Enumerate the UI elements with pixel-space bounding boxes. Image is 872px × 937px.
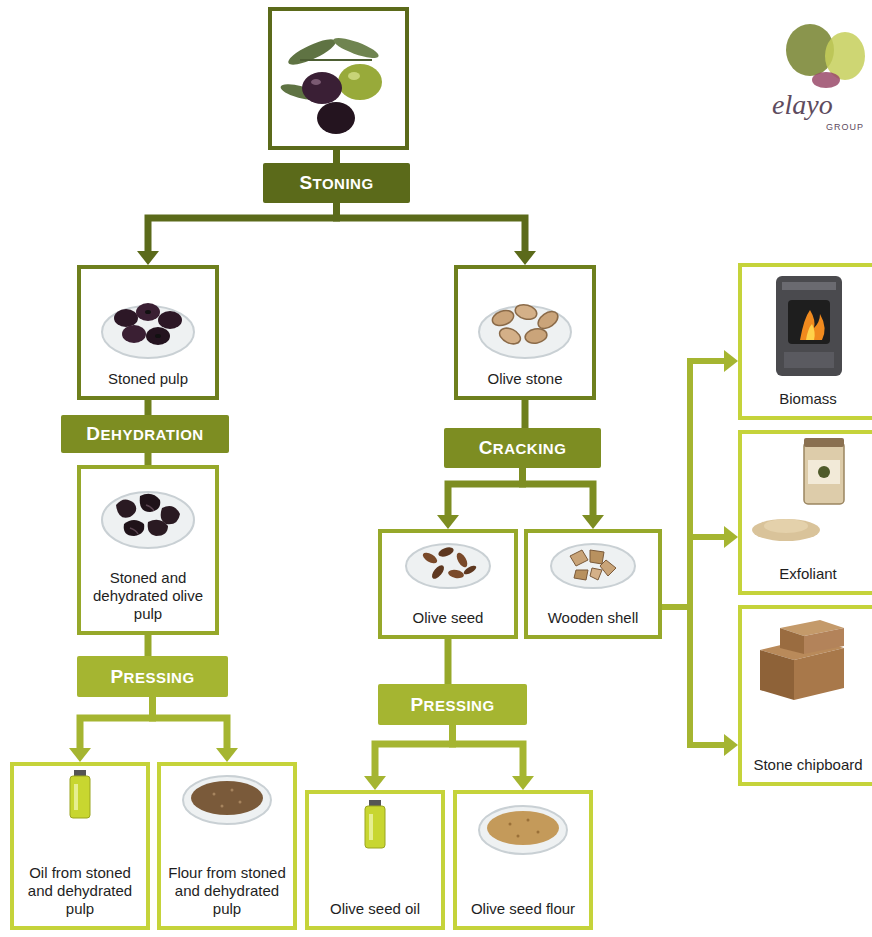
connector-line [148,203,337,251]
product-box: Stoned pulp [77,265,219,400]
oil-bottle-picture [70,770,90,818]
arrow-head [437,515,459,529]
connector-line [522,400,529,428]
chipboard-picture [760,620,844,700]
connector-arrow [662,350,738,607]
connector-line [523,468,594,515]
process-band: DEHYDRATION [61,415,229,453]
product-label: Olive seed oil [330,900,420,918]
connector-arrow [148,400,149,415]
arrow-head [137,251,159,265]
connector-line [662,537,724,607]
flour-picture [183,776,271,824]
connector-arrow [69,697,153,762]
product-label: Exfoliant [779,565,837,583]
connector-arrow [523,468,605,529]
product-box: Oil from stoned and dehydrated pulp [10,762,150,930]
connector-line [145,635,152,656]
exfoliant-picture [752,438,844,541]
connector-arrow [525,400,526,428]
process-band: CRACKING [444,428,601,468]
olive-stone-picture [479,302,571,358]
connector-arrow [437,468,523,529]
connector-line [337,203,526,251]
arrow-head [582,515,604,529]
process-band: STONING [263,163,410,203]
process-band: PRESSING [378,684,527,725]
connector-line [80,697,153,748]
arrow-head [514,251,536,265]
arrow-head [364,776,386,790]
product-label: Flour from stoned and dehydrated pulp [167,864,287,918]
product-box: Wooden shell [524,529,662,639]
product-box: Flour from stoned and dehydrated pulp [157,762,297,930]
connector-line [145,453,152,465]
product-box: Stoned and dehydrated olive pulp [77,465,219,635]
product-label: Stone chipboard [753,756,862,774]
product-label: Biomass [779,390,837,408]
connector-arrow [662,526,738,607]
connector-line [375,725,453,776]
connector-line [145,400,152,415]
arrow-head [724,350,738,372]
product-label: Olive stone [487,370,562,388]
product-box: Exfoliant [738,430,872,595]
connector-arrow [453,725,535,790]
connector-line [445,639,452,684]
product-box: Olive seed oil [305,790,445,930]
arrow-head [512,776,534,790]
process-band: PRESSING [77,656,228,697]
product-box: Olive seed flour [453,790,593,930]
product-box: Olive seed [378,529,518,639]
product-label: Wooden shell [548,609,639,627]
logo-text: GROUP [826,122,864,133]
connector-line [662,607,724,745]
connector-arrow [153,697,239,762]
olive-picture [270,9,407,163]
oil-bottle-picture [365,800,385,848]
process-label: PRESSING [410,694,494,716]
connector-arrow [337,203,537,265]
connector-arrow [148,453,149,465]
connector-line [448,468,523,515]
connector-line [662,361,724,607]
arrow-head [724,734,738,756]
arrow-head [216,748,238,762]
dehydrated-pulp-picture [102,492,194,548]
product-label: Stoned pulp [108,370,188,388]
product-box: Olive stone [454,265,596,400]
connector-arrow [364,725,453,790]
connector-arrow [148,635,149,656]
process-label: STONING [299,172,373,194]
product-box: Stone chipboard [738,605,872,786]
connector-line [453,725,524,776]
process-label: PRESSING [110,666,194,688]
stoned-pulp-picture [102,303,194,358]
wooden-shell-picture [551,544,635,588]
product-label: Oil from stoned and dehydrated pulp [20,864,140,918]
logo-text: elayo [772,90,833,120]
logo-mark [786,24,865,88]
arrow-head [69,748,91,762]
product-label: Olive seed [413,609,484,627]
product-label: Stoned and dehydrated olive pulp [87,569,209,623]
connector-line [153,697,228,748]
product-box: Biomass [738,263,872,420]
olive-seed-picture [406,544,490,588]
connector-arrow [662,607,738,756]
flour-picture [479,806,567,854]
connector-arrow [448,639,449,684]
product-label: Olive seed flour [471,900,575,918]
process-label: CRACKING [479,437,567,459]
process-label: DEHYDRATION [86,423,203,445]
stove-picture [776,276,842,376]
arrow-head [724,526,738,548]
connector-arrow [137,203,337,265]
